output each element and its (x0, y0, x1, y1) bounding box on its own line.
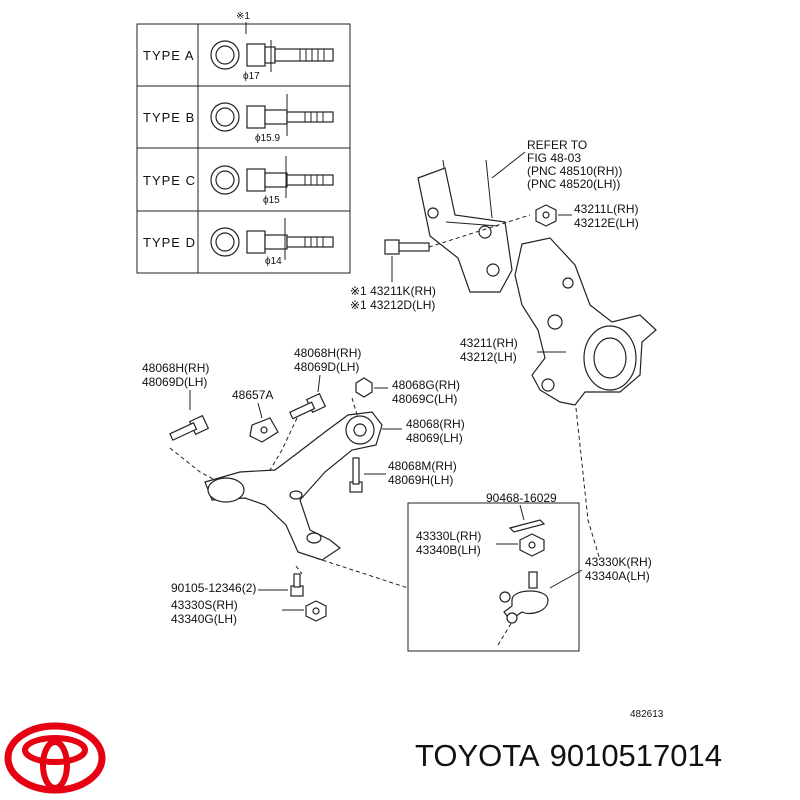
type-b-label: TYPE B (143, 110, 195, 125)
figure-code: 482613 (630, 709, 664, 720)
ball-joint-43330k-icon (499, 571, 549, 624)
brand-name: TOYOTA (415, 738, 540, 773)
type-a-label: TYPE A (143, 48, 195, 63)
strut-assembly (417, 159, 513, 293)
label-43211k: ※1 43211K(RH) (350, 284, 436, 298)
steering-knuckle (514, 237, 657, 406)
type-a-diameter: ϕ17 (243, 71, 260, 82)
label-48068h-left: 48068H(RH) (142, 361, 209, 375)
label-43212: 43212(LH) (460, 350, 517, 364)
type-b-bolt-icon (210, 94, 334, 136)
type-c-diameter: ϕ15 (263, 195, 280, 206)
refer-note: REFER TO FIG 48-03 (PNC 48510(RH)) (PNC … (491, 138, 622, 191)
brand-caption: TOYOTA 9010517014 (415, 738, 732, 774)
label-48068h-right: 48068H(RH) (294, 346, 361, 360)
type-c-label: TYPE C (143, 173, 196, 188)
type-b-diameter: ϕ15.9 (255, 133, 281, 144)
type-c-bolt-icon (210, 156, 334, 198)
type-d-diameter: ϕ14 (265, 256, 282, 267)
refer-note-line-2: FIG 48-03 (527, 151, 581, 165)
label-43340g: 43340G(LH) (171, 612, 237, 626)
type-d-label: TYPE D (143, 235, 196, 250)
bolt-48068h-right-icon (289, 392, 327, 420)
label-43330l: 43330L(RH) (416, 529, 481, 543)
label-48068: 48068(RH) (406, 417, 465, 431)
cotter-pin-90468-icon (508, 519, 546, 533)
label-43212d: ※1 43212D(LH) (350, 298, 435, 312)
nut-48068g-icon (355, 377, 373, 398)
strut-bracket (417, 167, 513, 293)
label-43340b: 43340B(LH) (416, 543, 481, 557)
type-table-mark: ※1 (236, 11, 250, 22)
label-43330s: 43330S(RH) (171, 598, 238, 612)
lower-arm-48068 (204, 411, 383, 561)
label-90468: 90468-16029 (486, 491, 557, 505)
bolt-48068h-left-icon (169, 414, 210, 441)
refer-note-line-3: (PNC 48510(RH)) (527, 164, 622, 178)
label-48068g: 48068G(RH) (392, 378, 460, 392)
label-48069d-left: 48069D(LH) (142, 375, 207, 389)
label-43211: 43211(RH) (460, 336, 518, 350)
bolt-43211k-icon (384, 239, 430, 255)
label-43330k: 43330K(RH) (585, 555, 652, 569)
toyota-logo-icon (4, 722, 106, 794)
type-a-bolt-icon (210, 40, 334, 72)
ball-joint-box (407, 502, 580, 652)
label-43212e: 43212E(LH) (574, 216, 639, 230)
type-d-bolt-icon (210, 218, 334, 260)
label-48069d-right: 48069D(LH) (294, 360, 359, 374)
label-90105: 90105-12346(2) (171, 581, 256, 595)
part-number: 9010517014 (549, 738, 723, 773)
label-48068m: 48068M(RH) (388, 459, 457, 473)
bolt-type-table: ※1 TYPE A TYPE B TYPE C TYPE D ϕ17 (136, 11, 351, 274)
label-48657a: 48657A (232, 388, 273, 402)
label-48069c: 48069C(LH) (392, 392, 457, 406)
label-48069h: 48069H(LH) (388, 473, 453, 487)
bolt-90105-icon (290, 573, 304, 597)
label-48069: 48069(LH) (406, 431, 463, 445)
refer-note-line-4: (PNC 48520(LH)) (527, 177, 620, 191)
bolt-48068m-icon (349, 457, 363, 493)
label-43340a: 43340A(LH) (585, 569, 650, 583)
refer-note-line-1: REFER TO (527, 138, 587, 152)
label-43211l: 43211L(RH) (574, 202, 638, 216)
